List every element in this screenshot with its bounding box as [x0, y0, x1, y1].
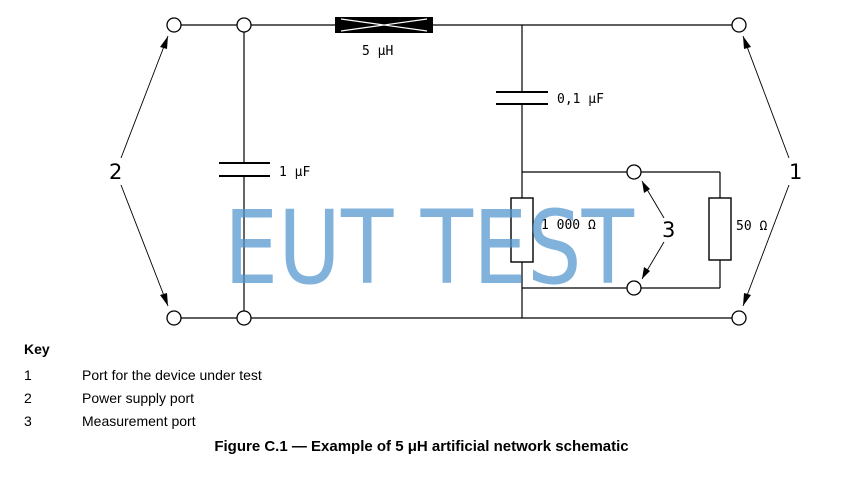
leader-line-port1-bottom: [742, 184, 790, 307]
key-item-text: Measurement port: [82, 413, 196, 429]
terminal-port3-bottom: [626, 280, 642, 296]
resistor-1000-label: 1 000 Ω: [541, 218, 596, 233]
terminal-port1-top: [731, 17, 747, 33]
port-1-number: 1: [789, 160, 802, 184]
key-item: 1 Port for the device under test: [24, 364, 262, 387]
resistor-1000: [510, 197, 534, 263]
key-title: Key: [24, 341, 50, 357]
resistor-50: [708, 197, 732, 261]
key-item-number: 3: [24, 413, 32, 429]
terminal-port3-top: [626, 164, 642, 180]
resistor-50-label: 50 Ω: [736, 219, 767, 234]
inductor: [335, 17, 433, 33]
terminal-port2-bottom: [166, 310, 182, 326]
leader-line-port2-top: [120, 35, 169, 159]
key-item-number: 2: [24, 390, 32, 406]
key-legend: Key 1 Port for the device under test 2 P…: [24, 341, 262, 433]
arrowhead-port1-top: [743, 36, 751, 49]
key-item-text: Power supply port: [82, 390, 195, 406]
leader-line-port2-bottom: [120, 184, 169, 307]
shunt-capacitor-label: 1 μF: [279, 165, 310, 180]
key-item: 3 Measurement port: [24, 410, 262, 433]
arrowhead-port2-bottom: [160, 293, 168, 306]
series-capacitor-label: 0,1 μF: [557, 92, 604, 107]
arrowhead-port3-bottom: [642, 267, 650, 279]
port-2-number: 2: [109, 160, 122, 184]
watermark: EUT TEST: [224, 189, 635, 308]
terminal-port2-top: [166, 17, 182, 33]
arrowhead-port1-bottom: [743, 293, 751, 306]
key-item: 2 Power supply port: [24, 387, 262, 410]
schematic-diagram: 5 μH 1 μF 0,1 μF 1 000 Ω 50 Ω 2 1 3: [109, 17, 802, 326]
key-item-text: Port for the device under test: [82, 367, 262, 383]
arrowhead-port2-top: [160, 36, 168, 49]
inductor-label: 5 μH: [362, 44, 393, 59]
port-3-number: 3: [662, 218, 675, 242]
terminal-port1-bottom: [731, 310, 747, 326]
terminal-node-bottom: [236, 310, 252, 326]
terminal-node-top: [236, 17, 252, 33]
arrowhead-port3-top: [642, 181, 650, 193]
leader-line-port1-top: [742, 35, 790, 159]
key-item-number: 1: [24, 367, 32, 383]
figure-caption: Figure C.1 — Example of 5 μH artificial …: [214, 438, 629, 455]
